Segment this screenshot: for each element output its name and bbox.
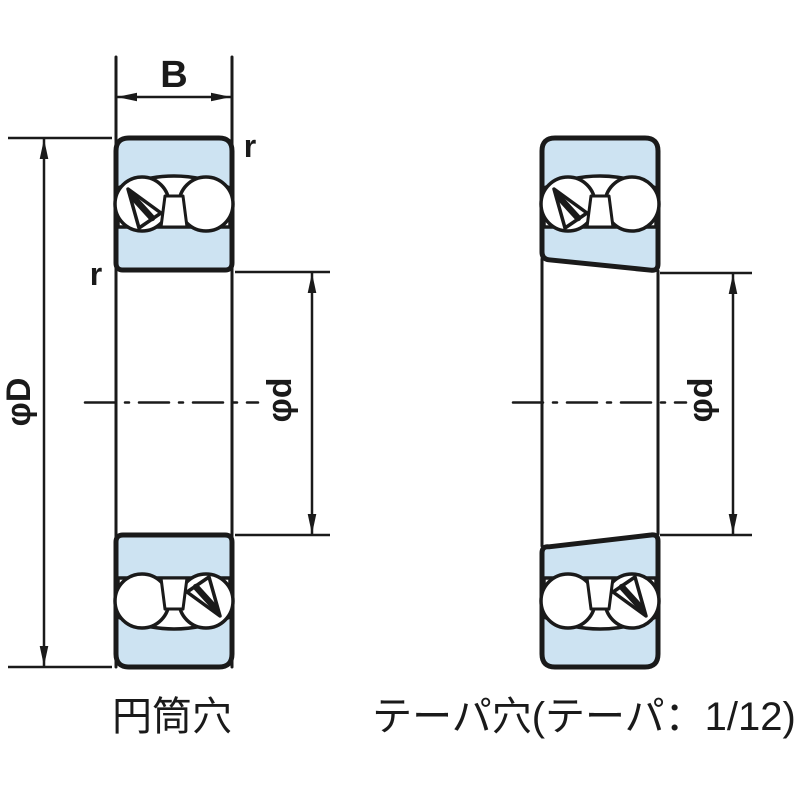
dimension-phiD-label: φD bbox=[0, 378, 38, 427]
dimension-phid-left-arrow-bottom bbox=[307, 514, 317, 534]
dimension-bore-diameter-right: φd bbox=[660, 271, 752, 537]
left-bearing-bottom-cage-bridge bbox=[159, 576, 189, 611]
right-bearing-bottom-cage-bar bbox=[618, 583, 646, 613]
right-bearing-tapered-bore bbox=[511, 135, 688, 670]
dimension-phiD-arrow-bottom bbox=[39, 646, 49, 666]
dimension-phid-right-label: φd bbox=[682, 377, 720, 422]
right-bearing-bottom-cage-bridge bbox=[585, 576, 615, 611]
dimension-B-label: B bbox=[160, 54, 187, 96]
right-bearing-top-cage-bridge bbox=[585, 194, 615, 229]
left-bearing-bottom-cage-bar bbox=[192, 583, 220, 613]
dimension-outer-diameter: φD bbox=[0, 136, 112, 669]
caption-cylindrical-bore: 円筒穴 bbox=[112, 695, 232, 739]
dimension-phid-right-arrow-bottom bbox=[728, 514, 738, 534]
caption-tapered-bore: テーパ穴(テーパ：1/12) bbox=[372, 695, 796, 739]
right-bearing-top-cage-bar bbox=[554, 192, 582, 222]
chamfer-r-label-top-right: r bbox=[244, 128, 256, 164]
dimension-width-B: B bbox=[116, 54, 232, 102]
dimension-bore-diameter-left: φd bbox=[235, 270, 330, 537]
dimension-phiD-arrow-top bbox=[39, 139, 49, 159]
chamfer-r-label-bottom-left: r bbox=[90, 256, 102, 292]
left-bearing-top-cage-bar bbox=[128, 192, 156, 222]
left-bearing-cylindrical-bore bbox=[83, 55, 260, 670]
dimension-phid-right-arrow-top bbox=[728, 274, 738, 294]
dimension-phid-left-label: φd bbox=[261, 377, 299, 422]
dimension-phid-left-arrow-top bbox=[307, 273, 317, 293]
left-bearing-top-cage-bridge bbox=[159, 194, 189, 229]
dimension-B-arrow-left bbox=[117, 92, 137, 102]
dimension-B-arrow-right bbox=[211, 92, 231, 102]
